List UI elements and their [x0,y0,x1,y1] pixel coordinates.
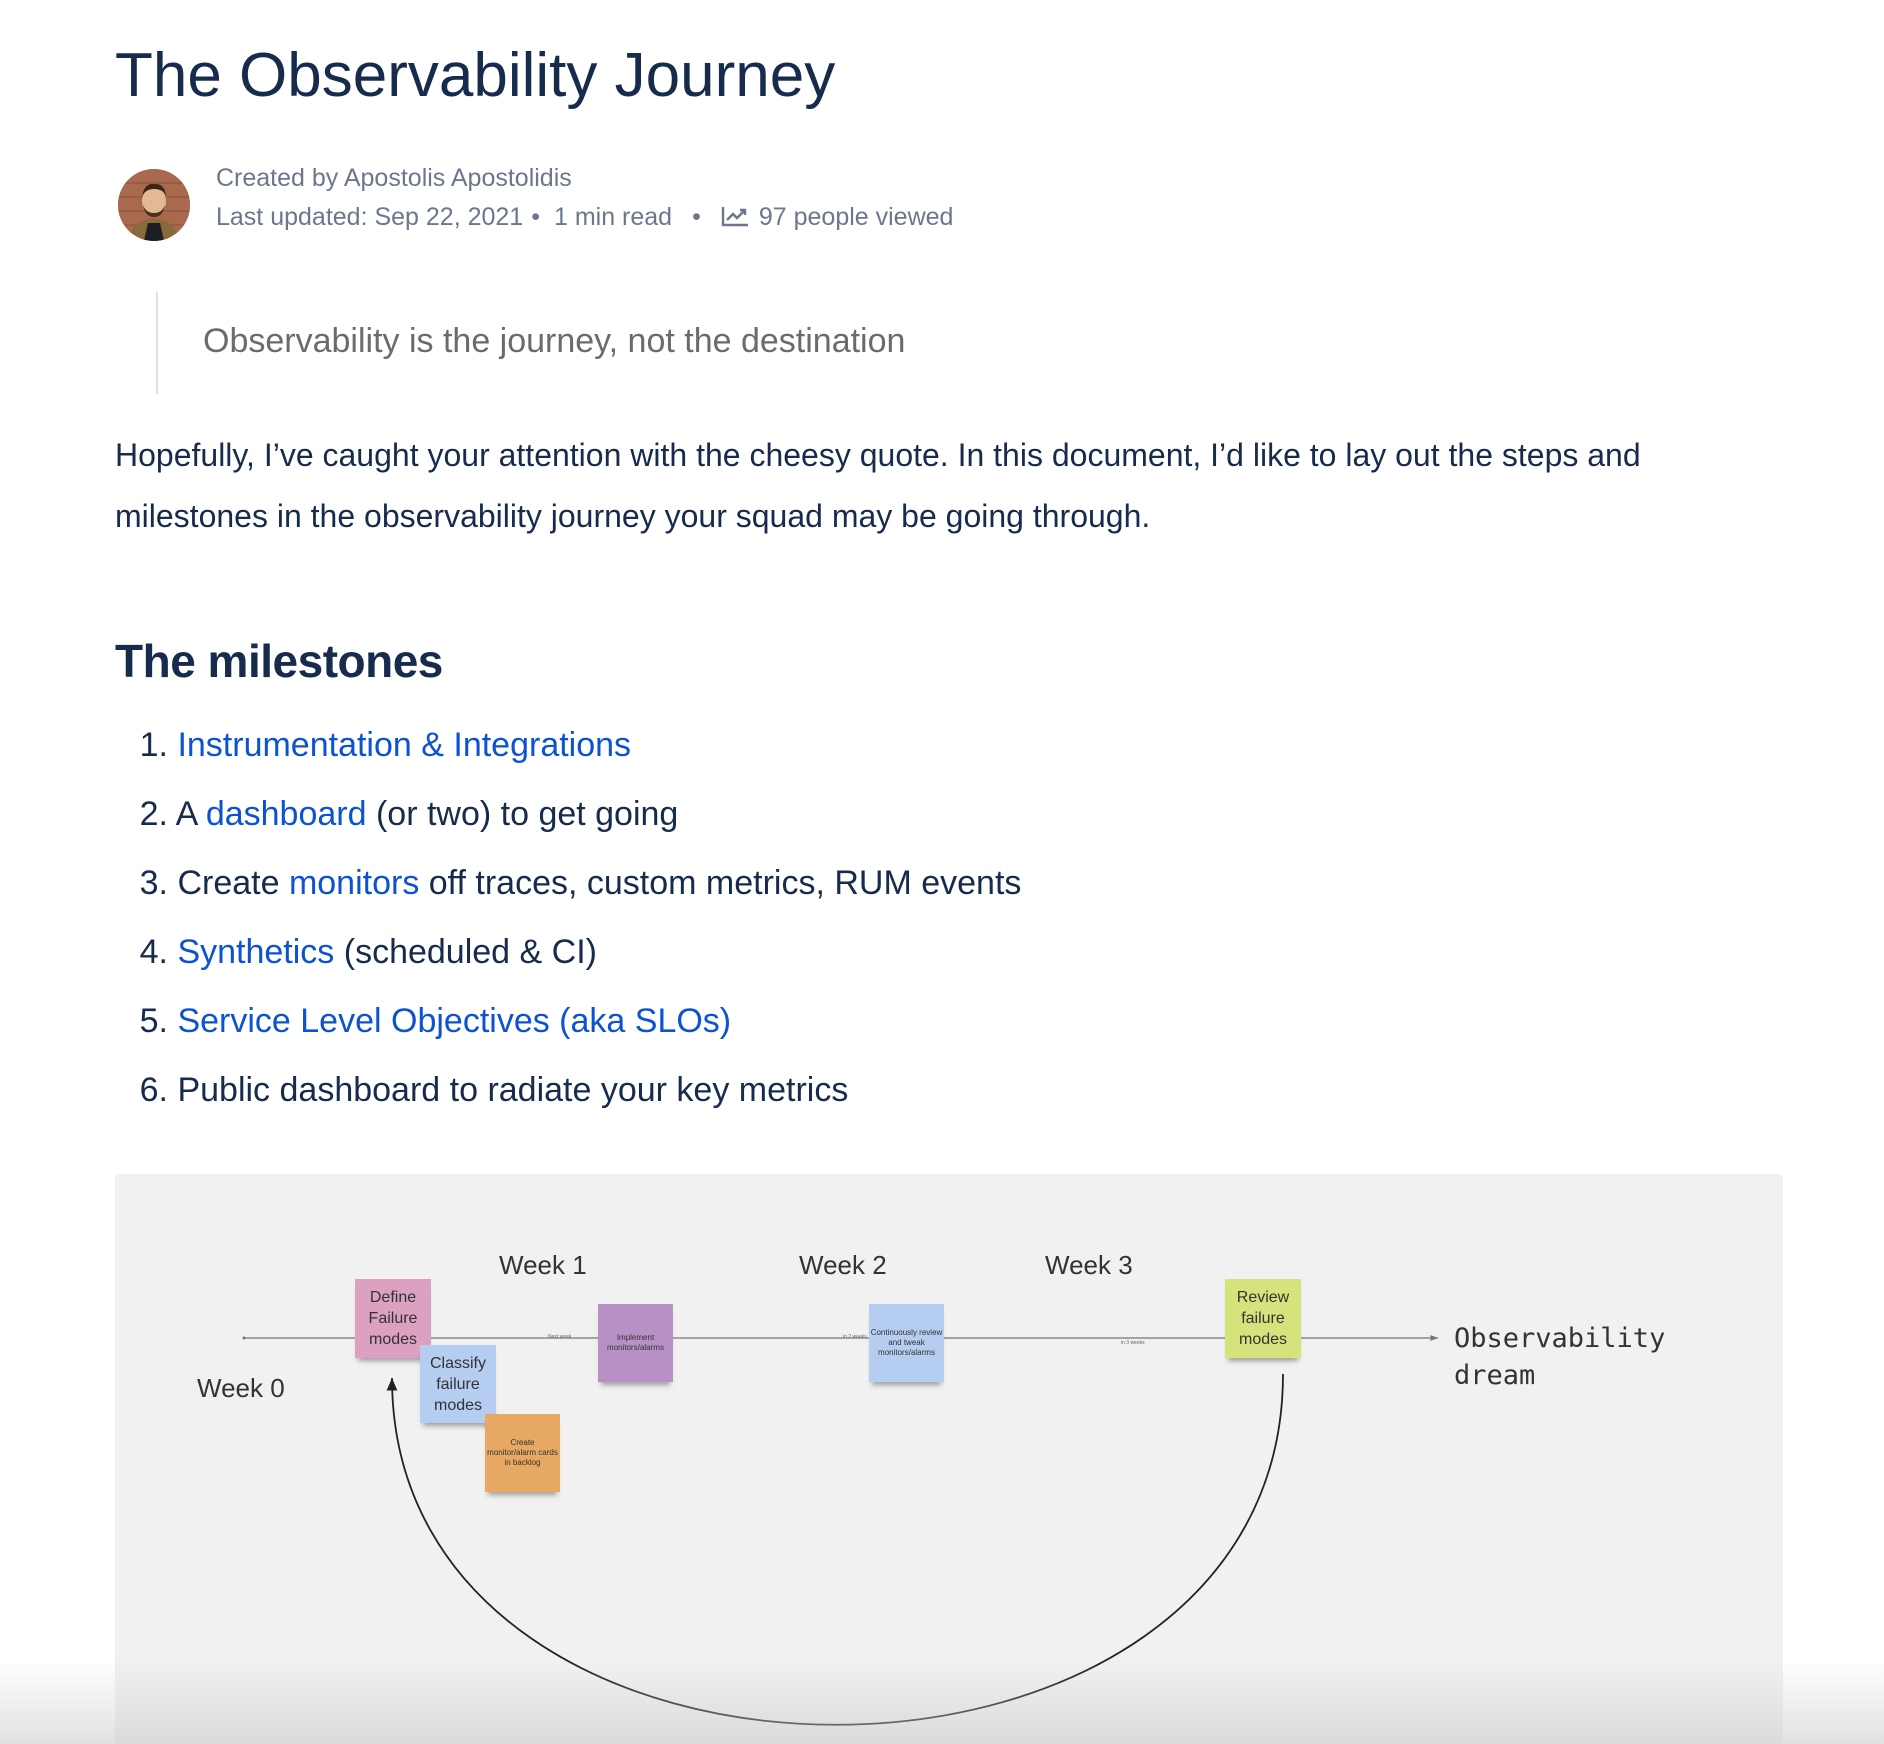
milestones-heading: The milestones [115,635,443,687]
review-tweak-monitors-sticky: Continuously review and tweak monitors/a… [869,1304,944,1382]
milestone-link[interactable]: monitors [288,864,420,902]
created-by: Created by Apostolis Apostolidis [216,164,572,192]
read-time: 1 min read [553,203,673,231]
item-text: (scheduled & CI) [334,933,597,971]
milestone-item: 1. Instrumentation & Integrations [115,722,1021,791]
milestone-item: 4. Synthetics (scheduled & CI) [115,929,1021,998]
item-text: Create [177,864,289,902]
milestone-link[interactable]: Synthetics [177,933,335,971]
list-number: 4. [139,933,168,971]
item-text: Public dashboard to radiate your key met… [177,1071,849,1109]
bottom-fade [0,1660,1884,1744]
last-updated: Last updated: Sep 22, 2021 [216,203,524,231]
diagram-lines [242,1335,1438,1726]
milestone-link[interactable]: dashboard [205,795,367,833]
define-failure-modes-sticky: Define Failure modes [355,1279,431,1358]
intro-paragraph: Hopefully, I’ve caught your attention wi… [115,437,1641,534]
blockquote: Observability is the journey, not the de… [203,322,906,360]
list-number: 3. [139,864,168,902]
dream-label-line: Observability [1454,1323,1666,1354]
implement-monitors-sticky: Implement monitors/alarms [598,1304,673,1382]
author-avatar[interactable] [118,169,190,241]
week-2-label: Week 2 [799,1250,887,1280]
list-number: 2. [139,795,168,833]
item-text: A [175,795,206,833]
timeline-label: in 3 weeks [1121,1340,1145,1346]
list-number: 5. [139,1002,168,1040]
timeline-label: Next week [548,1334,572,1340]
list-number: 1. [139,726,168,764]
observability-dream-label: Observability dream [1454,1320,1665,1394]
milestone-item: 5. Service Level Objectives (aka SLOs) [115,998,1021,1067]
quote-border [156,292,158,394]
view-count[interactable]: 97 people viewed [758,203,954,231]
dream-label-line: dream [1454,1360,1536,1391]
classify-failure-modes-sticky: Classify failure modes [420,1345,496,1423]
week-0-label: Week 0 [197,1373,285,1403]
milestone-item: 2. A dashboard (or two) to get going [115,791,1021,860]
avatar-photo [118,169,190,241]
milestone-item: 6. Public dashboard to radiate your key … [115,1067,1021,1136]
review-failure-modes-sticky: Review failure modes [1225,1279,1301,1358]
page-meta-line: Last updated: Sep 22, 2021•1 min read•97… [216,203,953,234]
timeline-label: in 2 weeks [843,1334,867,1340]
milestone-link[interactable]: Service Level Objectives (aka SLOs) [177,1002,732,1040]
list-number: 6. [139,1071,168,1109]
week-1-label: Week 1 [499,1250,587,1280]
page-title: The Observability Journey [115,41,836,110]
separator: • [531,203,540,231]
item-text: (or two) to get going [366,795,679,833]
milestone-item: 3. Create monitors off traces, custom me… [115,860,1022,929]
item-text: off traces, custom metrics, RUM events [419,864,1022,902]
separator: • [692,203,701,231]
milestone-link[interactable]: Instrumentation & Integrations [177,726,632,764]
analytics-chart-icon[interactable] [721,205,751,234]
create-cards-sticky: Create monitor/alarm cards in backlog [485,1414,560,1492]
week-3-label: Week 3 [1045,1250,1133,1280]
